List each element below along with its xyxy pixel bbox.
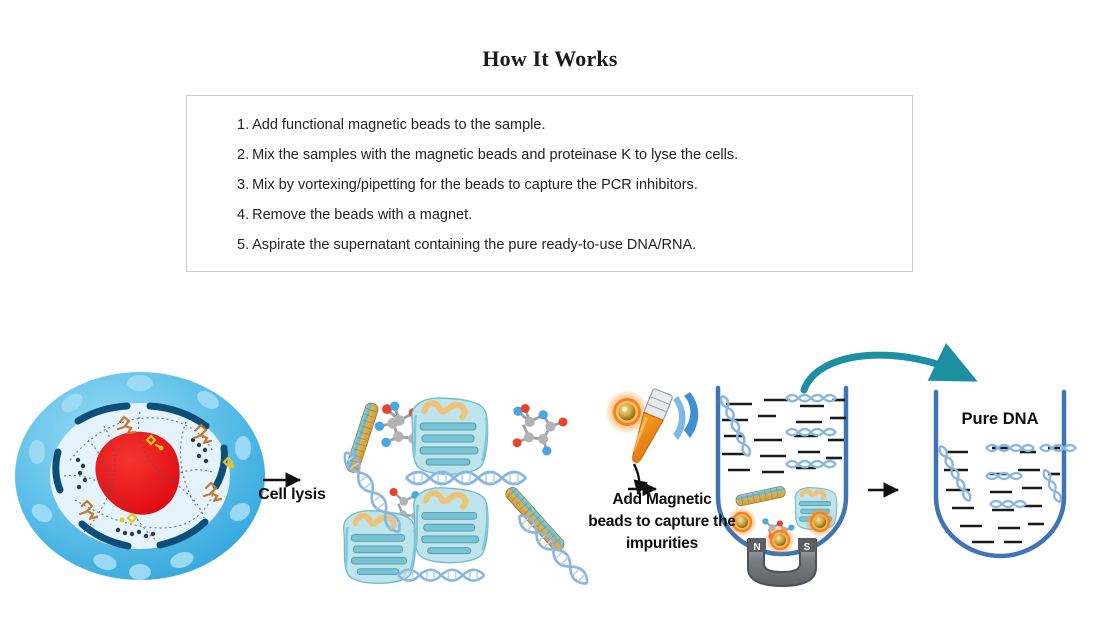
- dna-helix-icon: [985, 471, 1023, 481]
- cytoplasm-proteins: [78, 415, 223, 521]
- add-beads-line-3: impurities: [625, 535, 699, 552]
- list-item: 5.Aspirate the supernatant containing th…: [237, 237, 696, 253]
- list-item-label: Add functional magnetic beads to the sam…: [252, 117, 546, 133]
- list-item-label: Mix the samples with the magnetic beads …: [252, 147, 739, 163]
- magnet-north-label: N: [753, 542, 760, 553]
- list-item-label: Aspirate the supernatant containing the …: [252, 237, 697, 253]
- protein-icon: [413, 487, 489, 564]
- list-item-number: 4.: [237, 207, 250, 223]
- dna-helix-icon: [518, 514, 589, 585]
- cytoplasm-enzymes: [119, 434, 235, 524]
- cell-lysis-label: Cell lysis: [258, 486, 326, 503]
- nuclear-envelope: [52, 402, 228, 550]
- dna-helix-icon: [989, 499, 1027, 509]
- dna-helix-icon: [397, 568, 486, 582]
- captured-bead-icon: [727, 507, 757, 537]
- workflow-diagram: N S: [0, 300, 1100, 637]
- add-beads-line-2: beads to capture the: [588, 513, 736, 530]
- list-item: 3.Mix by vortexing/pipetting for the bea…: [237, 177, 698, 193]
- dna-helix-icon: [405, 470, 527, 486]
- dna-helix-icon: [785, 459, 837, 469]
- dna-helix-icon: [938, 444, 972, 503]
- list-item-number: 5.: [237, 237, 250, 253]
- dna-helix-icon: [343, 451, 401, 534]
- magnetic-bead-icon: [605, 390, 649, 434]
- magnet-icon: N S: [747, 538, 817, 588]
- pure-dna-label: Pure DNA: [961, 410, 1039, 428]
- protein-icon: [411, 397, 489, 475]
- captured-bead-icon: [805, 507, 835, 537]
- nucleus: [95, 431, 180, 515]
- protein-icon: [343, 510, 417, 584]
- lysate-contents: [343, 397, 589, 585]
- dna-fragments: [722, 398, 846, 474]
- membrane-pores: [29, 375, 251, 580]
- pure-dna-tube: [933, 389, 1077, 559]
- dna-helix-icon: [1042, 468, 1063, 504]
- rod-icon: [346, 402, 379, 473]
- swoosh-tail-icon: [673, 396, 686, 440]
- page-title: How It Works: [482, 46, 618, 71]
- list-item: 2.Mix the samples with the magnetic bead…: [237, 147, 738, 163]
- list-item: 4.Remove the beads with a magnet.: [237, 207, 472, 223]
- reagent-tube-icon: [631, 388, 673, 464]
- swoosh-icon: [684, 392, 699, 438]
- list-item-label: Remove the beads with a magnet.: [252, 207, 473, 223]
- steps-box: 1.Add functional magnetic beads to the s…: [186, 95, 913, 272]
- dna-helix-icon: [785, 393, 837, 403]
- transfer-arrow-icon: [800, 342, 978, 394]
- rod-icon: [505, 487, 565, 552]
- dna-helix-icon: [985, 443, 1035, 453]
- list-item-number: 3.: [237, 177, 250, 193]
- captured-bead-icon: [765, 525, 795, 555]
- curved-arrow-icon: [632, 463, 648, 495]
- add-beads-caption: Add Magnetic beads to capture the impuri…: [568, 489, 756, 555]
- tube-with-impurities: [715, 385, 849, 557]
- molecule-icon: [512, 404, 568, 456]
- magnet-south-label: S: [804, 542, 811, 553]
- granule-chains: [75, 437, 209, 539]
- rod-icon: [735, 486, 786, 507]
- list-item-number: 2.: [237, 147, 250, 163]
- dna-helix-icon: [1039, 443, 1077, 453]
- add-beads-step: N S: [605, 385, 849, 588]
- list-item-label: Mix by vortexing/pipetting for the beads…: [252, 177, 698, 193]
- add-beads-line-1: Add Magnetic: [612, 491, 712, 508]
- dna-helix-icon: [719, 394, 751, 458]
- list-item-number: 1.: [237, 117, 250, 133]
- list-item: 1.Add functional magnetic beads to the s…: [237, 117, 546, 133]
- cell-illustration: [15, 372, 265, 580]
- cytoskeleton-network: [63, 411, 215, 541]
- dna-helix-icon: [785, 427, 837, 437]
